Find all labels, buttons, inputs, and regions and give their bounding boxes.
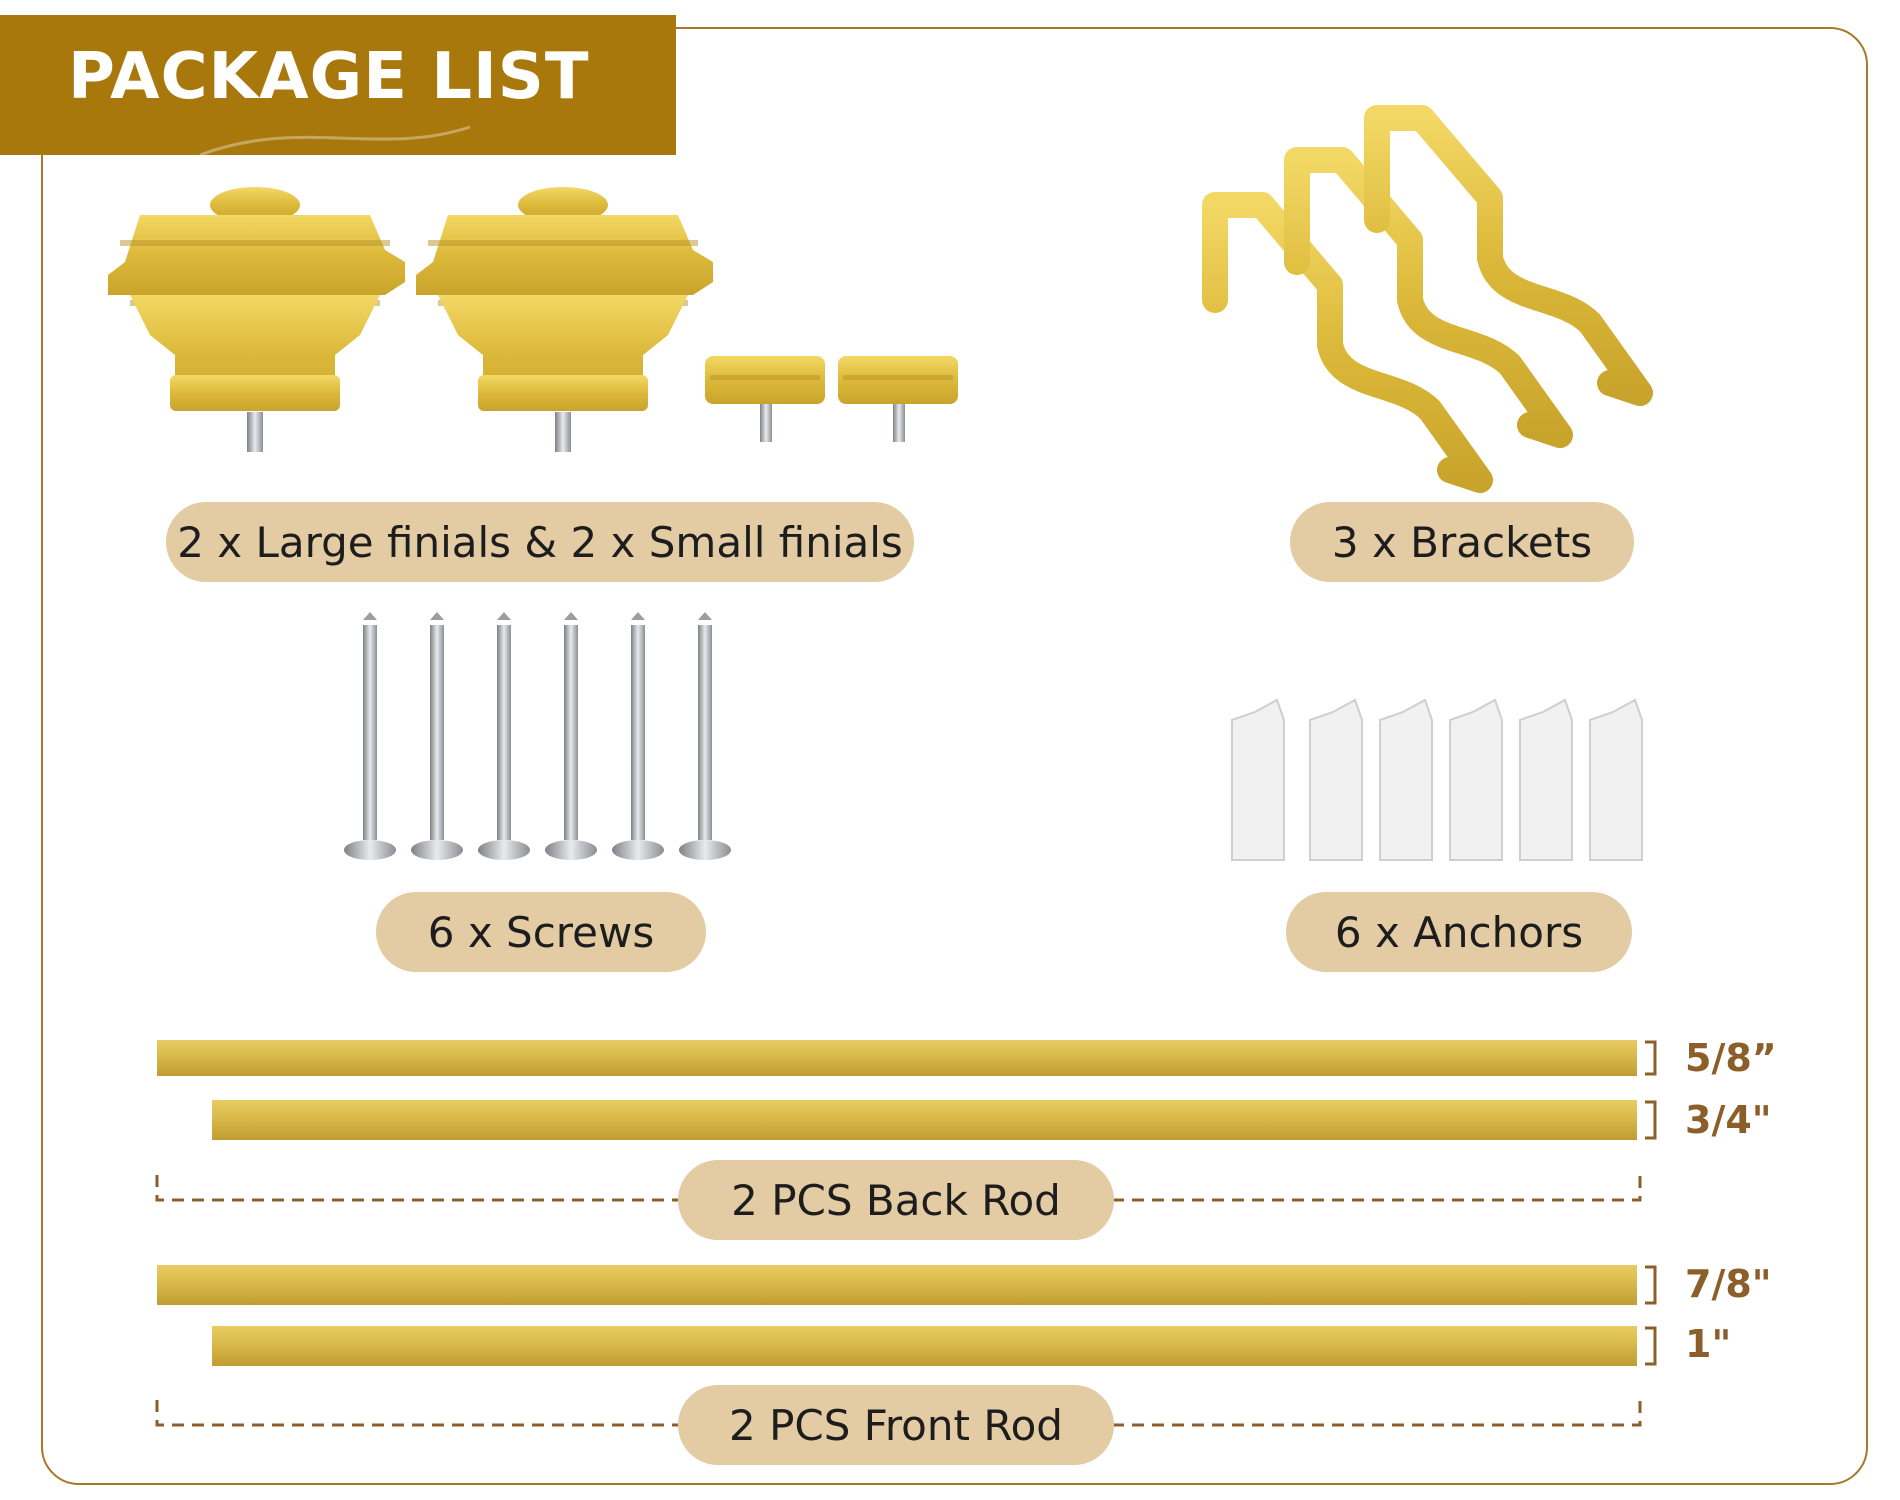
- back-rod-label: 2 PCS Back Rod: [678, 1160, 1114, 1240]
- package-frame: [41, 27, 1868, 1485]
- size-label: 3/4": [1685, 1098, 1772, 1142]
- brackets-label: 3 x Brackets: [1290, 502, 1634, 582]
- page-title: PACKAGE LIST: [68, 40, 590, 114]
- anchors-label: 6 x Anchors: [1286, 892, 1632, 972]
- size-label: 5/8”: [1685, 1036, 1777, 1080]
- size-label: 1": [1685, 1322, 1732, 1366]
- finials-label: 2 x Large finials & 2 x Small finials: [166, 502, 914, 582]
- title-banner: [0, 15, 676, 155]
- size-label: 7/8": [1685, 1262, 1772, 1306]
- front-rod-label: 2 PCS Front Rod: [678, 1385, 1114, 1465]
- screws-label: 6 x Screws: [376, 892, 706, 972]
